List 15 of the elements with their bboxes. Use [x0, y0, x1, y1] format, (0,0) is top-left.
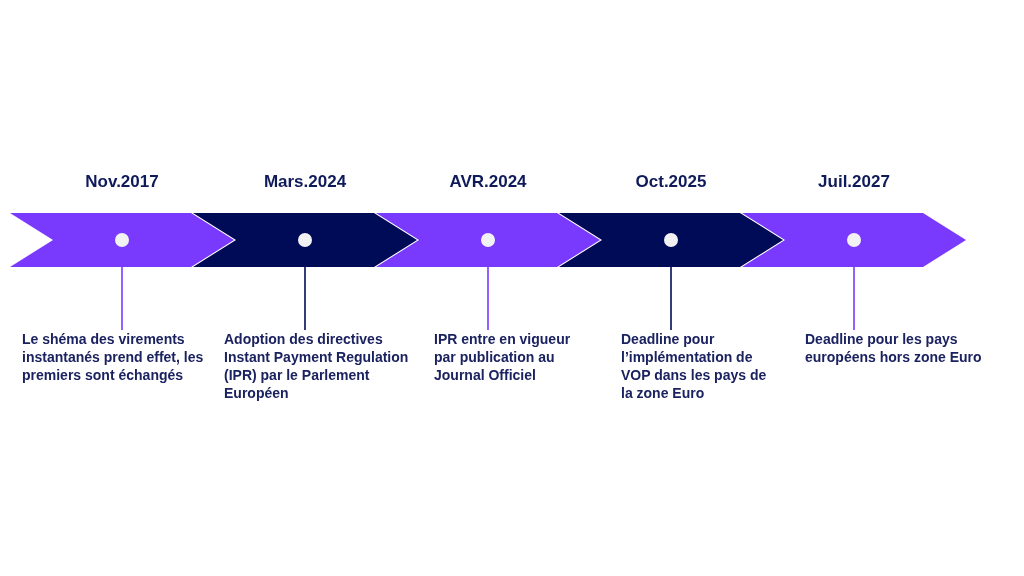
leader-line [853, 266, 855, 331]
leader-line [304, 266, 306, 331]
leader-line [121, 266, 123, 331]
milestone-description: Deadline pour les pays européens hors zone Euro [805, 330, 987, 366]
date-label: Mars.2024 [263, 172, 347, 192]
date-label: Nov.2017 [85, 172, 159, 192]
date-label: Oct.2025 [635, 172, 707, 192]
date-label: AVR.2024 [449, 172, 527, 192]
date-label: Juil.2027 [818, 172, 890, 192]
leader-line [487, 266, 489, 331]
milestone-description: Le shéma des virements instantanés prend effet, les premiers sont échangés [22, 330, 217, 384]
leader-line [670, 266, 672, 331]
milestone-description: Adoption des directives Instant Payment Regulation (IPR) par le Parlement Européen [224, 330, 416, 402]
milestone-description: Deadline pour l’implémentation de VOP dans les pays de la zone Euro [621, 330, 781, 402]
milestone-description: IPR entre en vigueur par publication au Journal Officiel [434, 330, 584, 384]
